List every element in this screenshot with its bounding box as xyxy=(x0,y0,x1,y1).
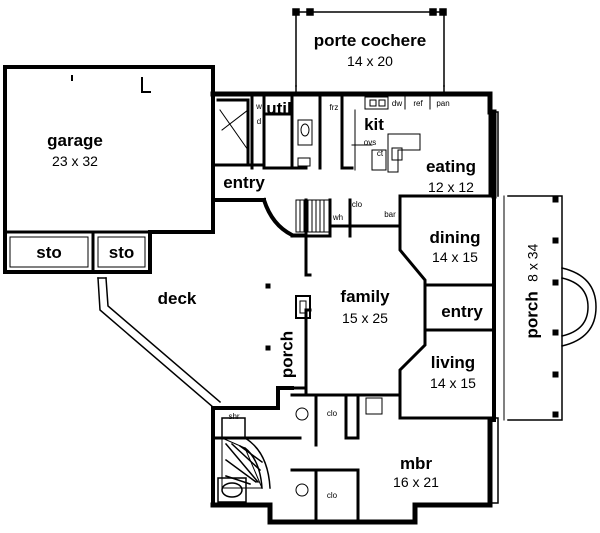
sto-right-label: sto xyxy=(108,243,135,262)
frz-label: frz xyxy=(329,103,339,112)
stair xyxy=(219,109,331,233)
dryer-label: d xyxy=(256,117,262,126)
bar-label: bar xyxy=(384,210,396,219)
family-label: family xyxy=(340,287,390,306)
ovs-label: ovs xyxy=(363,138,377,147)
interior-walls xyxy=(211,92,496,524)
eating-size: 12 x 12 xyxy=(428,179,474,195)
house-walls xyxy=(210,91,499,525)
mbr-size: 16 x 21 xyxy=(393,474,439,490)
washer-label: w xyxy=(256,102,262,111)
kit-label: kit xyxy=(364,115,384,134)
ct-label: ct xyxy=(376,149,384,158)
pan-label: pan xyxy=(436,99,450,108)
master-bath-tub xyxy=(217,417,271,503)
porte-cochere-outline xyxy=(292,8,447,95)
kitchen-fixtures xyxy=(351,96,431,173)
garage-size: 23 x 32 xyxy=(52,153,98,169)
deck-posts xyxy=(265,283,271,351)
eating-label: eating xyxy=(425,157,477,176)
deck-outline xyxy=(97,277,222,410)
util-label: util xyxy=(266,99,292,118)
clo-mbr-label: clo xyxy=(326,491,338,500)
bath-fixtures xyxy=(295,119,383,497)
porte-cochere-label: porte cochere xyxy=(313,31,427,50)
living-label: living xyxy=(430,353,476,372)
shr-label: shr xyxy=(228,412,240,421)
family-size: 15 x 25 xyxy=(342,310,388,326)
garage-label: garage xyxy=(47,131,103,150)
fireplace xyxy=(295,295,311,319)
sto-left-label: sto xyxy=(36,243,62,262)
clo-hall-label: clo xyxy=(351,200,363,209)
deck-label: deck xyxy=(157,289,197,308)
entry-mid-label: entry xyxy=(441,302,483,321)
porch-right-size: 8 x 34 xyxy=(524,243,541,282)
wh-label: wh xyxy=(332,213,344,222)
living-size: 14 x 15 xyxy=(430,375,476,391)
dining-label: dining xyxy=(429,228,481,247)
porch-left-label: porch xyxy=(277,330,297,379)
garage-walls xyxy=(3,65,215,274)
front-porch xyxy=(503,195,597,421)
dw-label: dw xyxy=(391,99,403,108)
ref-label: ref xyxy=(413,99,423,108)
entry-top-label: entry xyxy=(223,173,265,192)
mbr-label: mbr xyxy=(399,454,433,473)
clo-bath-label: clo xyxy=(326,409,338,418)
dining-size: 14 x 15 xyxy=(432,249,478,265)
porte-cochere-size: 14 x 20 xyxy=(347,53,393,69)
porch-right-name: porch xyxy=(522,291,542,339)
porch-right-label: porch 8 x 34 xyxy=(522,244,542,339)
